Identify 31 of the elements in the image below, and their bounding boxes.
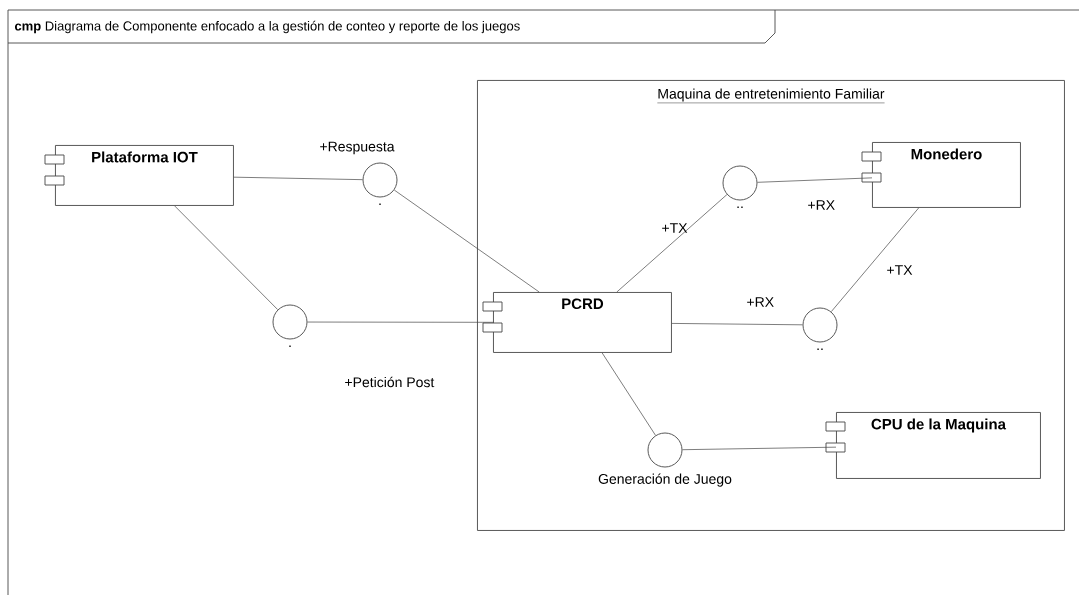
component-box: Plataforma IOT: [44, 145, 234, 206]
interface-circle: [362, 162, 398, 198]
connector-line: [682, 446, 837, 451]
edge-label: +Petición Post: [345, 376, 435, 388]
interface-circle: [647, 432, 683, 468]
component-box: Monedero: [861, 142, 1021, 208]
edge-label: +TX: [662, 223, 688, 233]
interface-name: ..: [817, 348, 823, 350]
edge-label: +RX: [808, 200, 835, 210]
frame-title: cmp Diagrama de Componente enfocado a la gestión de conteo y reporte de los juegos: [7, 9, 776, 44]
connector-line: [174, 205, 279, 310]
interface-name: .: [379, 203, 381, 205]
interface-circle: [272, 304, 308, 340]
connector-line: [616, 194, 728, 293]
connector-line: [671, 323, 803, 326]
component-box: PCRD: [482, 292, 672, 353]
connector-line: [393, 189, 540, 293]
connector-line: [233, 176, 363, 180]
connector-line: [757, 177, 873, 183]
connector-line: [830, 207, 920, 312]
interface-name: .: [289, 345, 291, 347]
connector-line: [601, 352, 656, 436]
component-box: CPU de la Maquina: [825, 412, 1041, 479]
edge-label: +Respuesta: [320, 141, 395, 155]
interface-name: Generación de Juego: [598, 473, 732, 487]
connector-line: [307, 321, 494, 323]
interface-circle: [802, 307, 838, 343]
interface-name: ..: [737, 206, 743, 208]
edge-label: +RX: [747, 297, 774, 307]
edge-label: +TX: [887, 265, 913, 275]
interface-circle: [722, 165, 758, 201]
